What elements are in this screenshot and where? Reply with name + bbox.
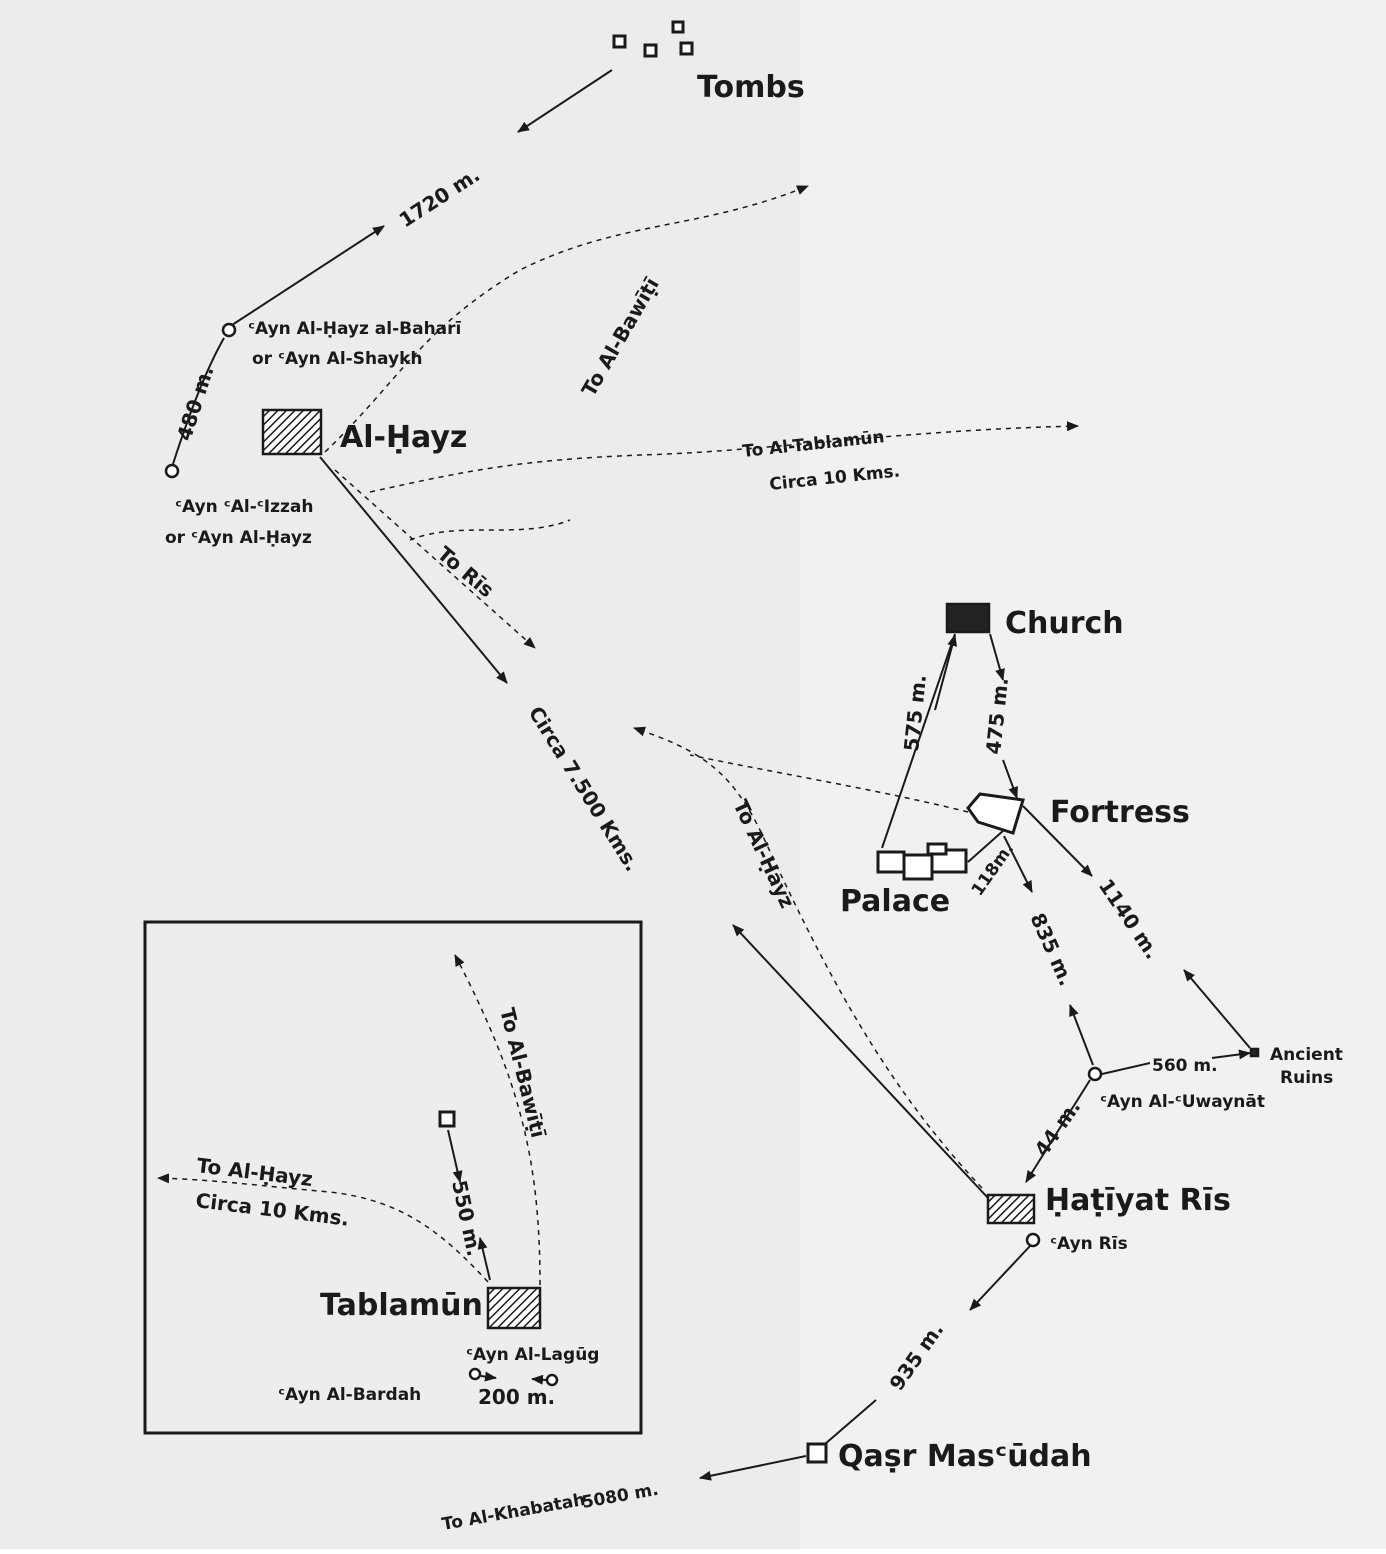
inset-route-to-al-hayz: [157, 1173, 489, 1283]
label-ancient: Ancient: [1270, 1045, 1343, 1065]
line-560-a: [1101, 1062, 1151, 1075]
inset-line-200-a: [480, 1371, 497, 1382]
qasr-masudah-symbol: [806, 1442, 828, 1464]
inset-spring-left: [468, 1367, 482, 1381]
scan-shade: [800, 0, 1386, 1549]
inset-label-ayn-al-lagug: ᶜAyn Al-Lagūg: [466, 1345, 599, 1365]
palace-symbol: [876, 842, 968, 881]
village-al-hayz: [261, 408, 323, 456]
label-ayn-al-uwaynat: ᶜAyn Al-ᶜUwaynāt: [1100, 1092, 1265, 1112]
spring-ayn-al-hayz-bahari: [221, 322, 237, 338]
line-835-a: [1003, 835, 1033, 893]
inset-spring-right: [545, 1373, 559, 1387]
route-label-to-al-bawiti: To Al-Bawīṭī: [577, 273, 664, 400]
route-branch: [409, 519, 571, 541]
route-label-khabatah-distance: 5080 m.: [580, 1480, 660, 1513]
label-al-hayz: Al-Ḥayz: [340, 420, 467, 455]
label-qasr-masudah: Qaṣr Masᶜūdah: [838, 1439, 1092, 1474]
route-to-al-tablamun: [369, 421, 1079, 493]
route-to-ris: [334, 469, 536, 649]
line-ris-to-hayz: [732, 924, 989, 1199]
label-fortress: Fortress: [1050, 795, 1190, 830]
line-560-b: [1211, 1049, 1251, 1060]
inset-line-200-b: [531, 1374, 547, 1385]
fortress-symbol: [966, 792, 1025, 835]
inset-site-symbol: [438, 1110, 456, 1128]
line-1140-b: [1183, 969, 1251, 1049]
route-fortress-west: [689, 754, 969, 813]
line-475-a: [989, 633, 1005, 681]
label-ayn-al-shaykh: or ᶜAyn Al-Shaykh: [252, 349, 423, 369]
label-ayn-ris: ᶜAyn Rīs: [1050, 1234, 1128, 1254]
line-935-a: [969, 1245, 1031, 1311]
spring-ayn-al-uwaynat: [1087, 1066, 1103, 1082]
line-118: [967, 829, 1005, 863]
inset-line-550-a: [447, 1129, 463, 1183]
inset-label-ayn-al-bardah: ᶜAyn Al-Bardah: [278, 1385, 421, 1405]
ancient-ruins-symbol: [1249, 1047, 1260, 1058]
dist-480: 480 m.: [172, 363, 219, 444]
route-label-circa-7500: Circa 7.500 Kms.: [524, 702, 645, 876]
label-ruins: Ruins: [1280, 1068, 1333, 1088]
label-palace: Palace: [840, 884, 950, 919]
inset-route-to-al-bawiti: [454, 954, 541, 1286]
spring-ayn-al-izzah: [164, 463, 180, 479]
inset-village-tablamun: [486, 1286, 542, 1330]
line-1720-arrow: [231, 225, 385, 326]
line-480: [172, 337, 225, 465]
label-church: Church: [1005, 606, 1124, 641]
tombs-symbol: [612, 20, 694, 58]
dist-1720: 1720 m.: [395, 162, 484, 232]
inset-line-550-b: [477, 1237, 491, 1281]
label-ayn-al-izzah: ᶜAyn ᶜAl-ᶜIzzah: [175, 497, 313, 517]
route-to-al-bawiti: [324, 185, 809, 453]
line-44: [1025, 1079, 1091, 1183]
line-to-al-khabatah: [699, 1455, 807, 1481]
line-575: [881, 633, 956, 849]
label-tombs: Tombs: [697, 70, 805, 105]
label-ayn-al-hayz-bahari: ᶜAyn Al-Ḥayz al-Baharī: [248, 319, 462, 339]
route-label-to-al-khabatah: To Al-Khabatah: [440, 1490, 586, 1535]
route-to-al-hayz: [633, 726, 983, 1189]
line-575-arrow: [934, 634, 957, 711]
dist-560: 560 m.: [1152, 1056, 1218, 1076]
line-475-b: [1002, 759, 1018, 799]
line-tombs-arrow: [517, 69, 613, 133]
label-ayn-al-hayz: or ᶜAyn Al-Ḥayz: [165, 528, 312, 548]
route-label-to-ris: To Rīs: [433, 541, 499, 602]
inset-label-tablamun: Tablamūn: [320, 1288, 483, 1323]
line-835-b: [1069, 1004, 1094, 1066]
spring-ayn-ris: [1025, 1232, 1041, 1248]
route-label-to-al-hayz: To Al-Ḥayz: [728, 796, 799, 912]
village-hatiyat-ris: [986, 1193, 1036, 1225]
inset-frame: [143, 920, 643, 1435]
church-symbol: [945, 602, 991, 634]
line-circa-7500: [319, 456, 508, 684]
inset-dist-200: 200 m.: [478, 1385, 555, 1409]
line-1140-a: [1022, 805, 1093, 877]
line-935-b: [824, 1399, 877, 1445]
label-hatiyat-ris: Ḥaṭīyat Rīs: [1045, 1183, 1231, 1218]
